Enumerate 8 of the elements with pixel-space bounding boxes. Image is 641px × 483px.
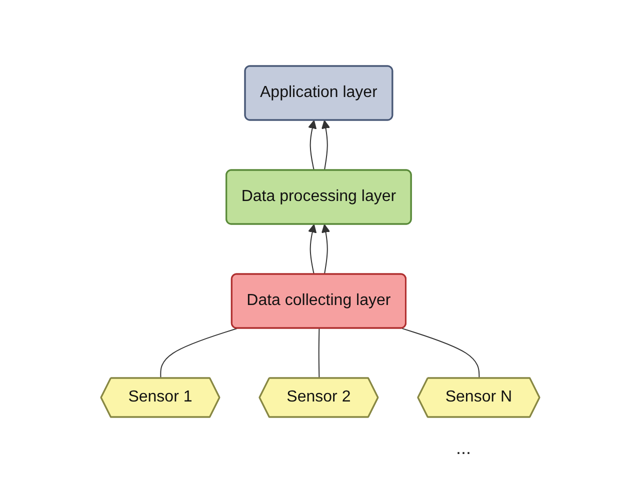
arrow — [322, 224, 330, 275]
connector — [402, 328, 480, 379]
connector — [318, 328, 320, 379]
ellipsis-text: ... — [456, 438, 471, 459]
connector — [160, 328, 238, 379]
arrow — [308, 224, 317, 275]
arrow — [308, 120, 317, 171]
arrow — [322, 120, 330, 171]
